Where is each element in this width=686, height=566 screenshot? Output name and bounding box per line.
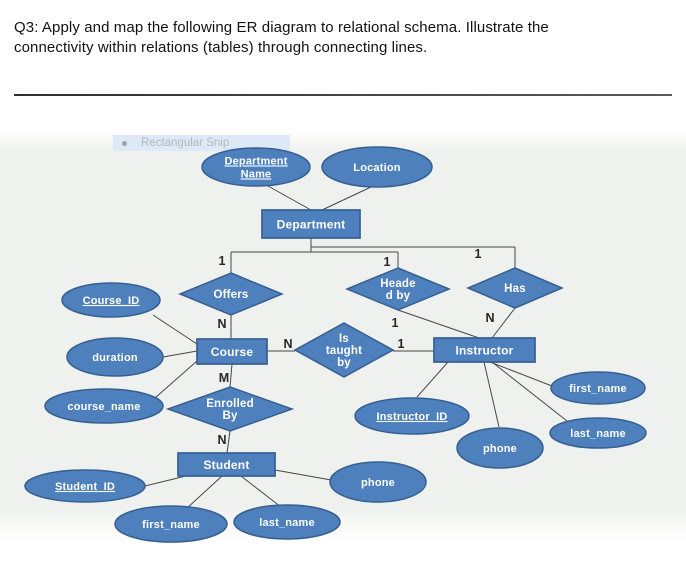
relationship-label-has: Has [504, 283, 526, 295]
attribute-label-instructor-id: Instructor_ID [376, 411, 447, 423]
attribute-label-instructor-phone: phone [483, 443, 517, 455]
snip-bullet-icon [122, 140, 127, 146]
attribute-student-phone [329, 461, 427, 503]
cardinality-label: 1 [475, 247, 482, 261]
connector-line [229, 363, 233, 388]
cardinality-label: N [217, 317, 226, 331]
entity-label-student: Student [203, 458, 249, 472]
attribute-location [321, 146, 433, 188]
attribute-label-student-id: Student_ID [55, 481, 115, 493]
attribute-label-instructor-last-name: last_name [570, 428, 626, 440]
cardinality-label: 1 [219, 254, 226, 268]
relationship-enrolled-by [165, 386, 295, 432]
question-title-line-1: Q3: Apply and map the following ER diagr… [14, 19, 549, 36]
title-divider [14, 94, 672, 96]
connector-line [397, 309, 480, 339]
cardinality-label: 1 [384, 255, 391, 269]
connector-line [240, 475, 282, 508]
cardinality-label: 1 [392, 316, 399, 330]
connector-line [483, 361, 500, 428]
question-title-line-2: connectivity within relations (tables) t… [14, 39, 428, 56]
connector-line [226, 430, 231, 454]
cardinality-label: 1 [398, 337, 405, 351]
attribute-student-id [24, 469, 146, 503]
attribute-instructor-phone [456, 427, 544, 469]
snip-tool-label: Rectangular Snip [141, 137, 230, 149]
attribute-label-student-first-name: first_name [142, 519, 200, 531]
attribute-duration [66, 337, 164, 377]
connector-line [267, 185, 312, 211]
connector-line [321, 186, 372, 211]
connector-line [152, 314, 198, 345]
connector-line [491, 307, 516, 339]
attribute-label-location: Location [353, 162, 401, 174]
relationship-is-taught-by [293, 322, 395, 378]
attribute-label-course-id: Course_ID [83, 295, 140, 307]
attribute-label-duration: duration [92, 352, 138, 364]
connector-line [416, 361, 449, 398]
relationship-headed-by [345, 267, 451, 311]
connector-line [185, 475, 223, 510]
connector-line [274, 469, 332, 481]
attribute-instructor-first-name [550, 371, 646, 405]
attribute-student-last-name [233, 504, 341, 540]
attribute-course-name [44, 388, 164, 424]
relationship-offers [178, 272, 284, 316]
entity-label-course: Course [211, 345, 254, 359]
attribute-label-student-last-name: last_name [259, 517, 315, 529]
attribute-course-id [61, 282, 161, 318]
attribute-student-first-name [114, 505, 228, 543]
entity-label-department: Department [277, 217, 346, 231]
connector-line [162, 350, 198, 358]
attribute-department-name [201, 147, 311, 187]
attribute-label-course-name: course_name [67, 401, 140, 413]
attribute-instructor-last-name [549, 417, 647, 449]
entity-label-instructor: Instructor [455, 343, 513, 357]
attribute-instructor-id [354, 397, 470, 435]
connector-line [154, 360, 198, 399]
cardinality-label: M [219, 371, 229, 385]
relationship-label-offers: Offers [213, 289, 248, 301]
question-title: Q3: Apply and map the following ER diagr… [14, 18, 664, 58]
entity-instructor [433, 337, 536, 363]
cardinality-label: N [283, 337, 292, 351]
snip-tool-remnant: Rectangular Snip [113, 135, 290, 151]
entity-course [196, 338, 268, 365]
entity-department [261, 209, 361, 239]
relationship-has [466, 267, 564, 309]
connector-line [489, 361, 553, 387]
cardinality-label: N [217, 433, 226, 447]
connector-line [491, 361, 568, 422]
cardinality-label: N [485, 311, 494, 325]
attribute-label-instructor-first-name: first_name [569, 383, 627, 395]
entity-student [177, 452, 276, 477]
attribute-label-student-phone: phone [361, 477, 395, 489]
